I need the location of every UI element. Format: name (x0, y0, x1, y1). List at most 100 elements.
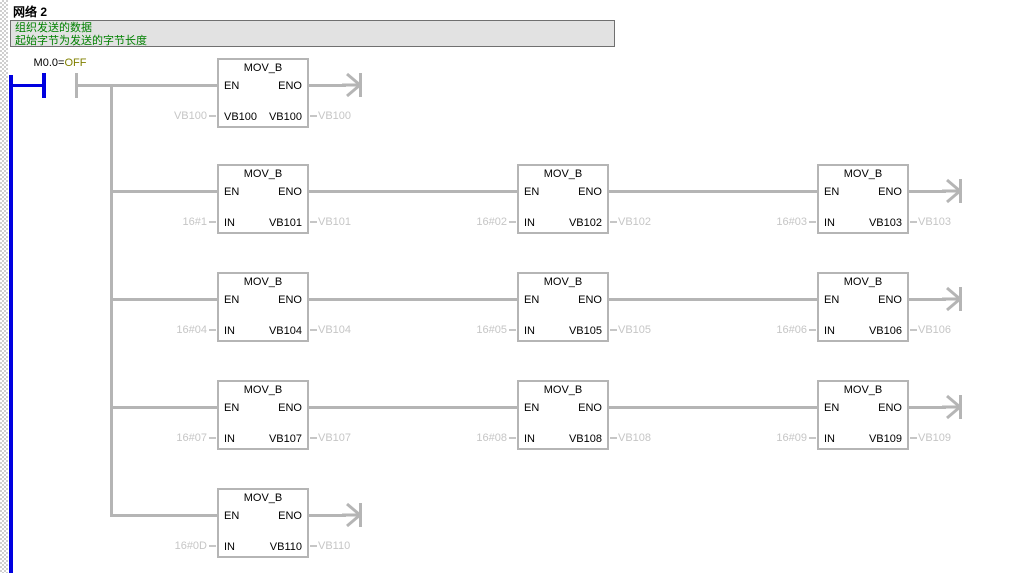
in-operand[interactable]: 16#06 (776, 324, 807, 336)
in-operand[interactable]: 16#04 (176, 324, 207, 336)
out-pin-label[interactable]: VB104 (268, 325, 302, 337)
wire-horizontal (607, 406, 819, 409)
out-operand[interactable]: VB109 (918, 432, 952, 444)
out-pin-label[interactable]: VB109 (868, 433, 902, 445)
in-pin-label[interactable]: IN (224, 325, 235, 337)
contact-left-leg[interactable] (42, 73, 46, 98)
in-pin-label[interactable]: IN (224, 433, 235, 445)
wire-horizontal (907, 406, 946, 409)
en-pin: EN (224, 294, 240, 306)
in-pin-label[interactable]: IN (524, 325, 535, 337)
out-operand[interactable]: VB102 (618, 216, 652, 228)
out-operand[interactable]: VB104 (318, 324, 352, 336)
out-operand[interactable]: VB105 (618, 324, 652, 336)
operand-dash (809, 329, 816, 331)
out-pin-label[interactable]: VB105 (568, 325, 602, 337)
in-pin-label[interactable]: IN (524, 433, 535, 445)
in-operand[interactable]: 16#03 (776, 216, 807, 228)
in-operand[interactable]: 16#0D (174, 540, 207, 552)
out-pin-label[interactable]: VB108 (568, 433, 602, 445)
contact-label[interactable]: M0.0=OFF (27, 57, 93, 69)
en-pin: EN (824, 402, 840, 414)
comment-line: 起始字节为发送的字节长度 (15, 35, 147, 47)
in-pin-label[interactable]: IN (224, 541, 235, 553)
in-operand[interactable]: 16#07 (176, 432, 207, 444)
out-pin-label[interactable]: VB103 (868, 217, 902, 229)
en-pin: EN (224, 186, 240, 198)
operand-dash (610, 329, 617, 331)
wire-horizontal (307, 514, 346, 517)
in-operand[interactable]: VB100 (173, 110, 207, 122)
operand-dash (610, 221, 617, 223)
block-title: MOV_B (243, 492, 283, 504)
operand-dash (209, 437, 216, 439)
wire-horizontal (110, 298, 219, 301)
out-operand[interactable]: VB101 (318, 216, 352, 228)
in-operand[interactable]: 16#08 (476, 432, 507, 444)
out-pin-label[interactable]: VB100 (268, 111, 302, 123)
en-pin: EN (224, 402, 240, 414)
network-comment-box[interactable]: 组织发送的数据 起始字节为发送的字节长度 (10, 20, 615, 47)
in-pin-label[interactable]: VB100 (224, 111, 258, 123)
out-operand[interactable]: VB108 (618, 432, 652, 444)
block-title: MOV_B (543, 276, 583, 288)
en-pin: EN (224, 510, 240, 522)
eno-pin: ENO (278, 186, 302, 198)
eno-pin: ENO (278, 80, 302, 92)
operand-dash (310, 115, 317, 117)
continuation-arrow-icon (942, 178, 965, 209)
out-pin-label[interactable]: VB102 (568, 217, 602, 229)
out-pin-label[interactable]: VB110 (269, 541, 302, 553)
wire-horizontal (607, 298, 819, 301)
wire-horizontal (307, 406, 519, 409)
operand-dash (910, 329, 917, 331)
in-operand[interactable]: 16#09 (776, 432, 807, 444)
comment-line: 组织发送的数据 (15, 22, 92, 34)
in-pin-label[interactable]: IN (224, 217, 235, 229)
in-operand[interactable]: 16#1 (182, 216, 207, 228)
block-title: MOV_B (243, 276, 283, 288)
in-operand[interactable]: 16#05 (476, 324, 507, 336)
en-pin: EN (524, 402, 540, 414)
block-title: MOV_B (843, 276, 883, 288)
out-pin-label[interactable]: VB101 (268, 217, 302, 229)
block-title: MOV_B (843, 384, 883, 396)
wire-horizontal (110, 190, 219, 193)
in-operand[interactable]: 16#02 (476, 216, 507, 228)
out-operand[interactable]: VB103 (918, 216, 952, 228)
out-operand[interactable]: VB107 (318, 432, 352, 444)
contact-state: OFF (64, 57, 87, 69)
en-pin: EN (524, 186, 540, 198)
operand-dash (509, 221, 516, 223)
wire-horizontal (110, 406, 219, 409)
continuation-arrow-icon (942, 394, 965, 425)
out-operand[interactable]: VB100 (318, 110, 352, 122)
wire-horizontal (907, 190, 946, 193)
wire-horizontal (307, 190, 519, 193)
operand-dash (809, 437, 816, 439)
out-operand[interactable]: VB110 (318, 540, 351, 552)
operand-dash (209, 329, 216, 331)
in-pin-label[interactable]: IN (524, 217, 535, 229)
wire-horizontal (110, 514, 219, 517)
out-operand[interactable]: VB106 (918, 324, 952, 336)
in-pin-label[interactable]: IN (824, 325, 835, 337)
in-pin-label[interactable]: IN (824, 217, 835, 229)
in-pin-label[interactable]: IN (824, 433, 835, 445)
out-pin-label[interactable]: VB106 (868, 325, 902, 337)
contact-right-leg[interactable] (75, 73, 78, 98)
operand-dash (310, 545, 317, 547)
out-pin-label[interactable]: VB107 (268, 433, 302, 445)
operand-dash (209, 115, 216, 117)
